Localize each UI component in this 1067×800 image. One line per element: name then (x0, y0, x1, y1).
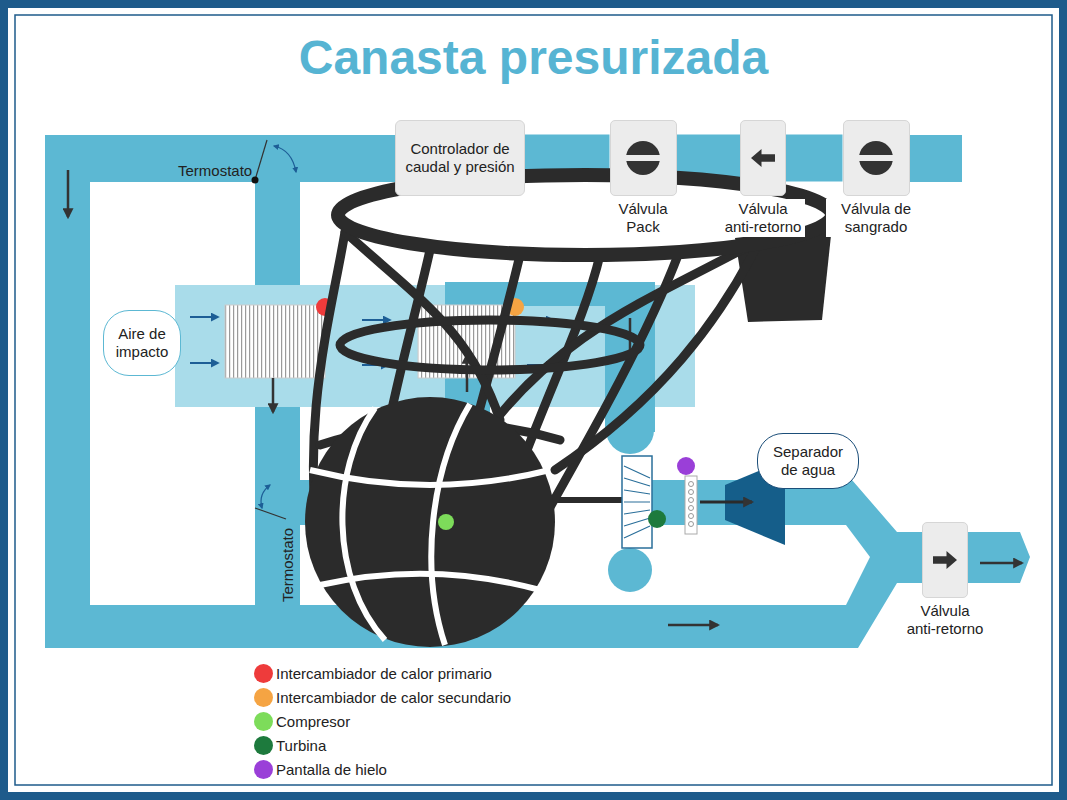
flow-arrow (362, 319, 390, 321)
flow-arrow (980, 562, 1022, 565)
net-cord (480, 240, 760, 440)
legend-swatch (254, 712, 273, 731)
duct-connector (786, 135, 843, 182)
valve-box: Válvula anti-retorno (722, 120, 805, 237)
marker-dot (438, 514, 454, 530)
screen-hole (689, 506, 694, 511)
legend-text: Turbina (276, 736, 326, 755)
check-arrow (933, 551, 957, 569)
flow-arrow (668, 624, 718, 627)
marker-dot (677, 457, 695, 475)
thermostat-pivot (252, 177, 259, 184)
screen-hole (689, 498, 694, 503)
thermostat-symbol (252, 140, 297, 519)
ball-seam (431, 404, 470, 645)
primary-heat-exchanger (225, 305, 325, 378)
valve-disc (859, 141, 893, 175)
ball-seam (342, 408, 385, 640)
basketball (305, 397, 555, 647)
ice-screen-frame (685, 476, 697, 534)
valve-housing (740, 120, 786, 196)
thermostat-label: Termostato (279, 528, 297, 602)
net-cord (555, 240, 760, 470)
legend-swatch (254, 760, 273, 779)
ball-seam (310, 470, 550, 485)
flow-arrow (67, 170, 70, 217)
turbine-wheel (622, 456, 652, 548)
ice-screen (685, 476, 697, 534)
screen-hole (689, 490, 694, 495)
valve-box: Válvula de sangrado (826, 120, 926, 237)
flow-arrow (190, 362, 218, 364)
basketball-seams (310, 404, 550, 645)
callout-bubble: Aire de impacto (103, 310, 181, 376)
valve-gap (857, 155, 895, 161)
thermostat-swing (274, 146, 296, 172)
callout-bubble: Separador de agua (757, 433, 859, 489)
legend-swatch (254, 664, 273, 683)
controller-box: Controlador de caudal y presión (395, 120, 525, 196)
flow-arrow (700, 501, 752, 504)
duct (903, 135, 962, 182)
valve-label: Válvula anti-retorno (722, 199, 805, 237)
valve-housing (610, 120, 677, 196)
legend-item: Intercambiador de calor secundario (254, 688, 511, 707)
duct (45, 135, 90, 648)
legend-text: Compresor (276, 712, 350, 731)
legend-text: Pantalla de hielo (276, 760, 387, 779)
diagram-title: Canasta presurizada (0, 30, 1067, 86)
thermostat-flap (255, 508, 286, 519)
valve-label: Válvula anti-retorno (904, 601, 987, 639)
valve-label: Válvula de sangrado (826, 199, 926, 237)
legend-text: Intercambiador de calor secundario (276, 688, 511, 707)
legend-item: Turbina (254, 736, 326, 755)
valve-box: Válvula anti-retorno (904, 522, 987, 639)
turbine-housing (608, 548, 652, 592)
duct (45, 135, 407, 182)
valve-icon (930, 545, 960, 575)
legend-item: Intercambiador de calor primario (254, 664, 492, 683)
valve-icon (623, 138, 663, 178)
valve-box: Válvula Pack (605, 120, 681, 237)
thermostat-swing (261, 485, 270, 508)
valve-icon (748, 143, 778, 173)
flow-arrow (272, 378, 275, 412)
turbine-blades (624, 466, 650, 538)
check-arrow (751, 149, 775, 167)
legend-swatch (254, 736, 273, 755)
thermostat-label: Termostato (178, 162, 252, 180)
flow-arrow (190, 316, 218, 318)
node-text: Separador de agua (764, 443, 852, 479)
node-text: Controlador de caudal y presión (402, 140, 518, 176)
net-ring (340, 320, 640, 370)
valve-gap (624, 155, 662, 161)
ball-seam (320, 574, 540, 590)
node-text: Aire de impacto (110, 325, 174, 361)
duct (45, 135, 1030, 648)
screen-hole (689, 514, 694, 519)
valve-housing (843, 120, 910, 196)
screen-hole (689, 482, 694, 487)
page-frame (4, 4, 1063, 796)
valve-disc (626, 141, 660, 175)
legend-text: Intercambiador de calor primario (276, 664, 492, 683)
legend-item: Pantalla de hielo (254, 760, 387, 779)
marker-dot (648, 510, 666, 528)
valve-label: Válvula Pack (605, 199, 681, 237)
turbine-symbol (622, 456, 652, 548)
hoop-rim (338, 175, 832, 255)
screen-hole (689, 522, 694, 527)
valve-icon (856, 138, 896, 178)
legend-item: Compresor (254, 712, 350, 731)
thermostat-flap (255, 140, 267, 180)
valve-housing (922, 522, 968, 598)
legend-swatch (254, 688, 273, 707)
page-frame-inner (15, 15, 1052, 785)
